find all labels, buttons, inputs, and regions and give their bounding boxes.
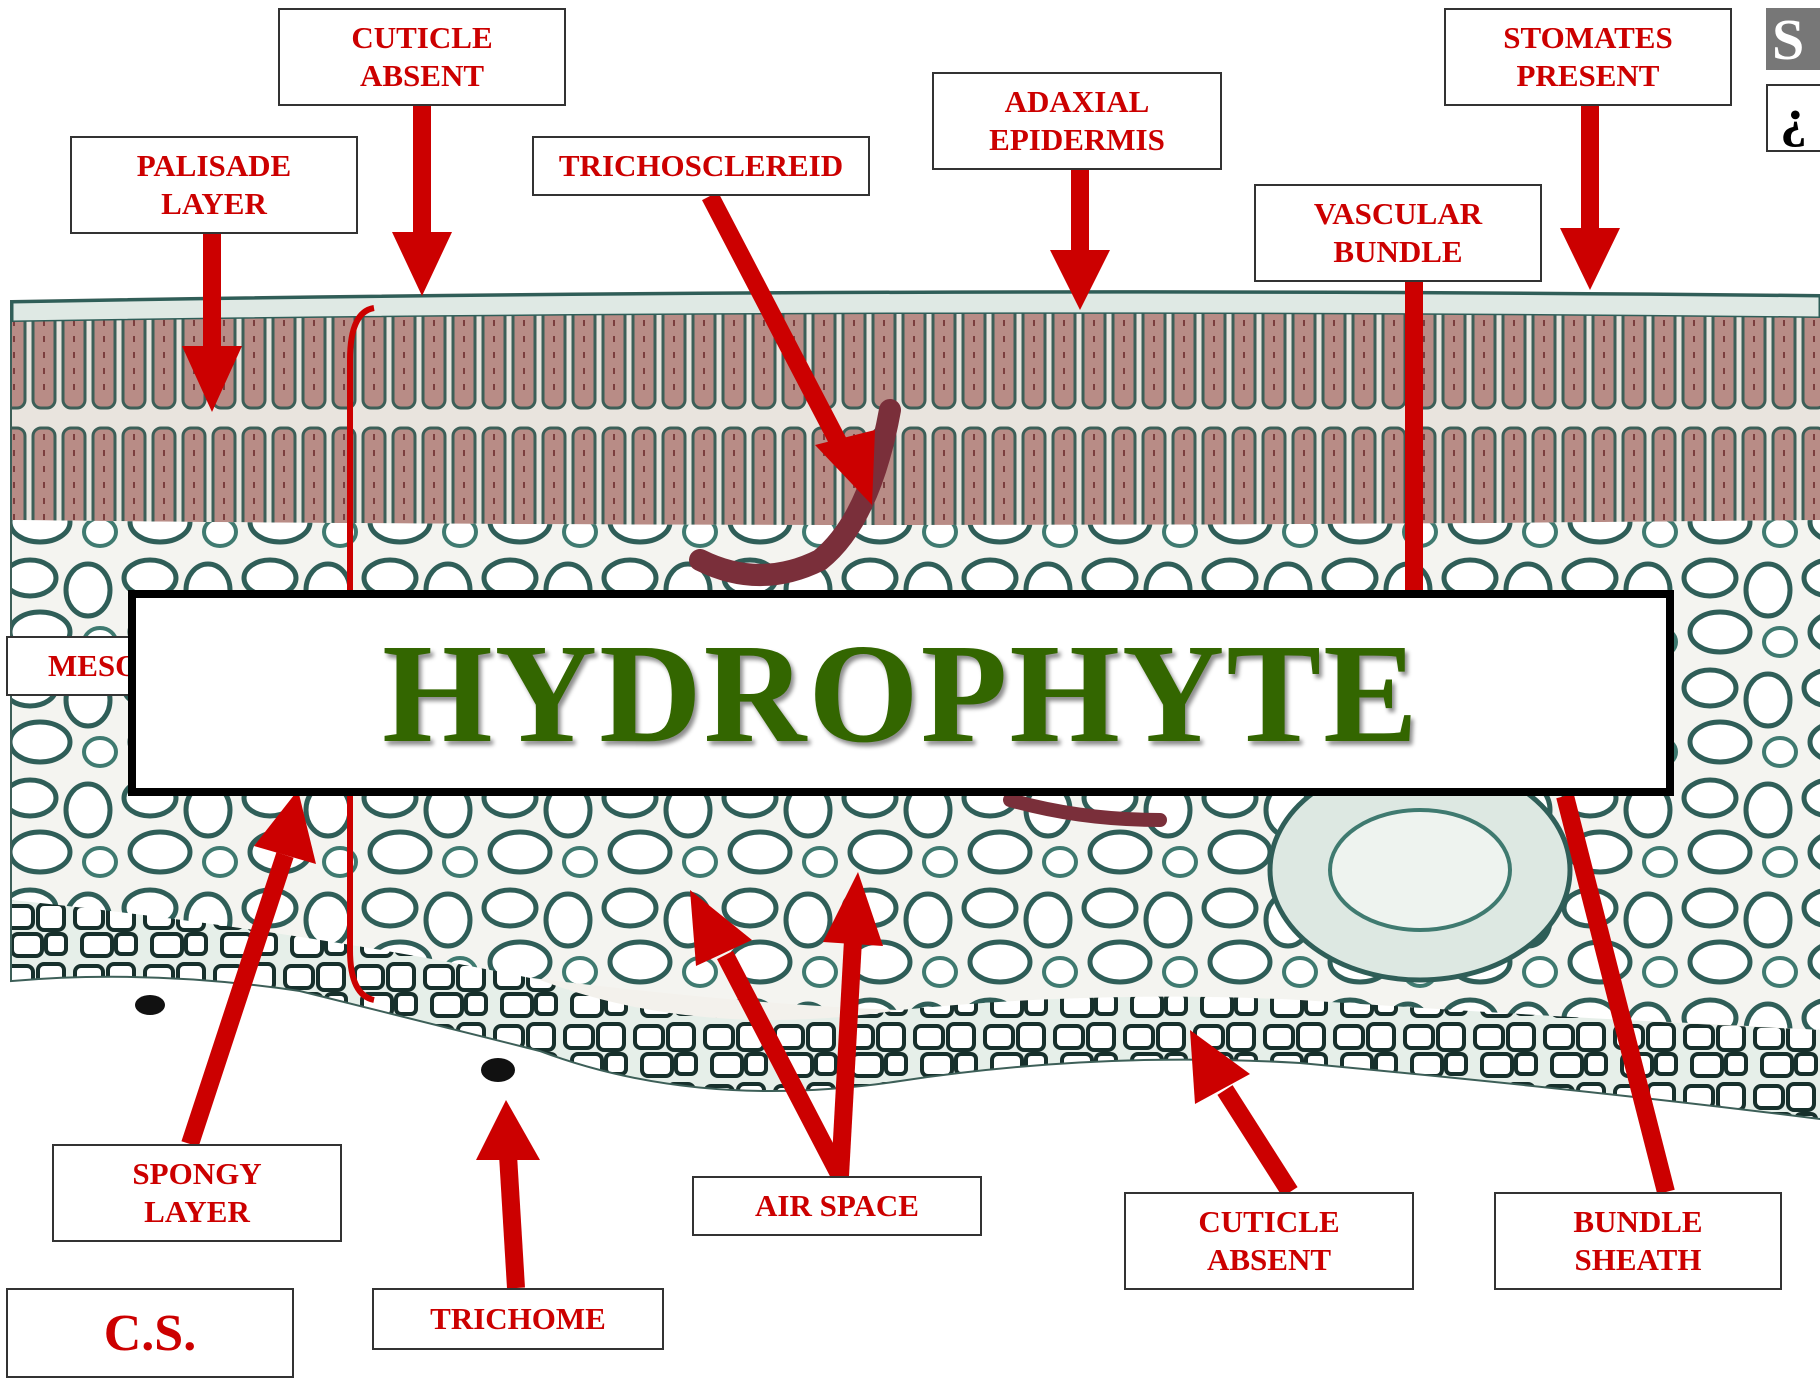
title-banner-inner: HYDROPHYTE xyxy=(133,595,1669,791)
side-button-help-label: ¿ xyxy=(1780,87,1807,149)
side-button-s-label: S xyxy=(1772,6,1804,73)
section-type-label: C.S. xyxy=(6,1288,294,1378)
title-text: HYDROPHYTE xyxy=(382,611,1420,775)
arrow-trichome xyxy=(508,1155,516,1288)
label-adaxial-epidermis: ADAXIAL EPIDERMIS xyxy=(932,72,1222,170)
label-cuticle-absent-bottom: CUTICLE ABSENT xyxy=(1124,1192,1414,1290)
label-spongy-layer: SPONGY LAYER xyxy=(52,1144,342,1242)
palisade-tissue xyxy=(12,314,1820,525)
title-banner: HYDROPHYTE xyxy=(128,590,1674,796)
section-type-text: C.S. xyxy=(104,1304,196,1363)
label-vascular-bundle: VASCULAR BUNDLE xyxy=(1254,184,1542,282)
label-bundle-sheath: BUNDLE SHEATH xyxy=(1494,1192,1782,1290)
label-cuticle-absent-top: CUTICLE ABSENT xyxy=(278,8,566,106)
side-button-s[interactable]: S xyxy=(1766,8,1820,70)
arrow-cuticle-bottom xyxy=(1225,1090,1290,1192)
label-stomates-present: STOMATES PRESENT xyxy=(1444,8,1732,106)
side-button-help[interactable]: ¿ xyxy=(1766,84,1820,152)
label-palisade-layer: PALISADE LAYER xyxy=(70,136,358,234)
label-trichosclereid: TRICHOSCLEREID xyxy=(532,136,870,196)
trichome-cell xyxy=(481,1058,515,1082)
label-trichome: TRICHOME xyxy=(372,1288,664,1350)
label-air-space: AIR SPACE xyxy=(692,1176,982,1236)
